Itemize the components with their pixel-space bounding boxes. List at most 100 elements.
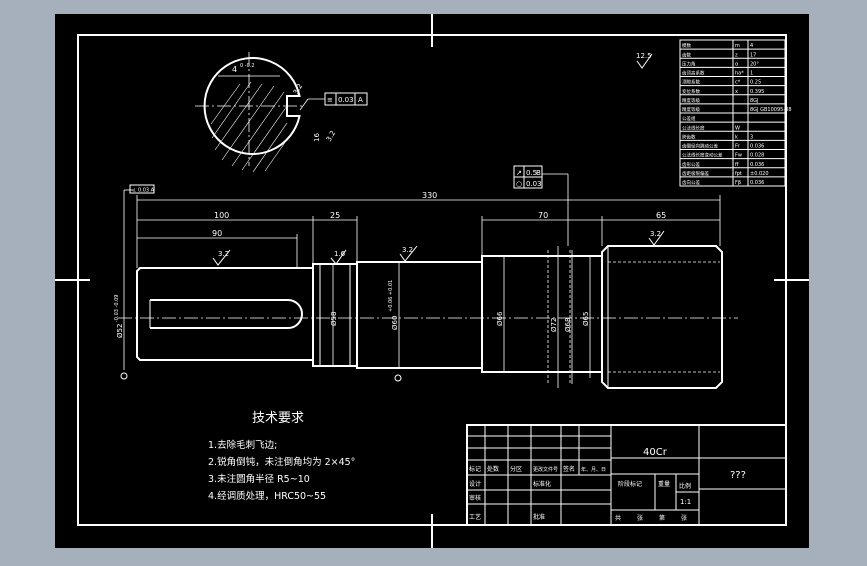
datum-symbols <box>120 372 402 382</box>
dim-dia-52: Ø52 <box>116 324 124 338</box>
svg-text:↗: ↗ <box>516 169 522 177</box>
gear-param-value: 8GJ GB10095-88 <box>750 107 792 113</box>
gear-param-value: 1 <box>750 71 753 77</box>
drawing-sheet <box>55 14 809 548</box>
gear-param-name: 模数 <box>682 42 691 49</box>
gear-param-value: 3 <box>750 134 753 140</box>
gear-param-symbol: α <box>735 61 739 67</box>
gear-param-symbol: W <box>735 125 740 131</box>
shaft-hidden-lines <box>547 250 720 384</box>
gear-param-name: 齿向公差 <box>682 179 700 186</box>
gear-param-value: 0.036 <box>750 180 764 186</box>
scale-value: 1:1 <box>680 498 691 506</box>
datum-a-frame: ⊥ 0.03 A <box>129 184 155 194</box>
title-block-approve: 批准 <box>533 513 545 521</box>
keyway-width-tol: 0 -0.2 <box>240 63 255 69</box>
gear-param-symbol: Fβ <box>735 180 741 186</box>
svg-text:签名: 签名 <box>563 465 575 473</box>
roughness-3-2-a: 3.2 <box>218 250 229 258</box>
svg-text:0.03: 0.03 <box>338 96 354 104</box>
title-block <box>466 424 787 526</box>
gear-param-symbol: Fw <box>735 153 742 159</box>
material-label: 40Cr <box>643 447 668 458</box>
dim-dia-60-tol: +0.06 +0.01 <box>388 280 394 312</box>
gear-param-name: 齿形公差 <box>682 161 700 168</box>
dim-overall-330: 330 <box>422 191 437 200</box>
gear-param-name: 压力角 <box>682 60 696 67</box>
gear-param-value: ±0.020 <box>750 171 769 177</box>
runout-frame: ↗ 0.5 B ○ 0.03 <box>513 165 543 189</box>
tech-req-item: 2.锐角倒钝，未注倒角均为 2×45° <box>208 456 355 468</box>
svg-text:标记: 标记 <box>469 465 481 473</box>
weight-label: 重量 <box>658 480 670 488</box>
gear-param-symbol: k <box>735 134 738 140</box>
svg-text:更改文件号: 更改文件号 <box>533 466 558 473</box>
gear-param-name: 变位系数 <box>682 88 700 95</box>
dim-dia-65: Ø65 <box>582 312 590 326</box>
svg-text:B: B <box>536 169 541 177</box>
dimension-lines <box>123 173 721 388</box>
dim-70: 70 <box>538 211 548 220</box>
gear-param-symbol: fpt <box>735 171 742 177</box>
svg-text:0.5: 0.5 <box>526 169 537 177</box>
keyway-width-label: 4 <box>232 65 237 74</box>
gear-param-name: 跨齿数 <box>682 133 696 140</box>
gear-param-name: 齿距极限偏差 <box>682 170 709 177</box>
dim-dia-68: Ø68 <box>564 318 572 332</box>
svg-text:分区: 分区 <box>510 465 522 473</box>
roughness-3-2-c: 3.2 <box>650 230 661 238</box>
gear-param-name: 齿圈径向跳动公差 <box>682 143 718 150</box>
gear-param-value: 0.036 <box>750 144 764 150</box>
gear-param-name: 齿顶高系数 <box>682 70 705 77</box>
gear-param-name: 公法线长度 <box>682 124 705 131</box>
svg-text:张: 张 <box>681 514 687 522</box>
dim-dia-60: Ø60 <box>391 316 399 330</box>
dim-dia-66: Ø66 <box>496 311 504 326</box>
stage-mark-label: 阶段标记 <box>618 480 642 488</box>
gear-param-name: 公法线长度变动公差 <box>682 152 723 159</box>
roughness-1-6: 1.6 <box>334 250 346 258</box>
svg-text:0.03: 0.03 <box>526 180 542 188</box>
tech-req-item: 4.经调质处理，HRC50~55 <box>208 490 326 502</box>
title-block-process: 工艺 <box>469 513 481 521</box>
svg-text:⊥ 0.03 A: ⊥ 0.03 A <box>132 188 155 194</box>
title-block-design: 设计 <box>469 480 481 488</box>
gear-param-value: 0.395 <box>750 89 764 95</box>
gear-param-value: 0.036 <box>750 162 764 168</box>
scale-header: 比例 <box>679 482 691 490</box>
svg-text:共: 共 <box>615 514 621 522</box>
gear-param-name: 顶隙系数 <box>682 79 700 86</box>
sheet-count-row: 共 张 第 张 <box>615 514 687 522</box>
gear-param-value: 0.25 <box>750 80 761 86</box>
gear-param-value: 8GJ <box>750 98 759 104</box>
gear-param-symbol: x <box>735 89 738 95</box>
gear-param-name: 齿数 <box>682 51 691 58</box>
gear-param-name: 精度等级 <box>682 97 700 104</box>
gear-param-value: 17 <box>750 52 756 58</box>
section-tolerance-frame: ≡ 0.03 A <box>299 92 368 111</box>
svg-text:○: ○ <box>516 180 522 188</box>
title-block-header-row: 标记 处数 分区 更改文件号 签名 年、月、日 <box>469 465 606 473</box>
roughness-12-5: 12.5 <box>636 52 652 60</box>
dim-65: 65 <box>656 211 666 220</box>
svg-text:≡: ≡ <box>327 96 333 104</box>
svg-text:年、月、日: 年、月、日 <box>581 466 606 473</box>
part-name-label: ??? <box>730 470 746 481</box>
gear-param-value: 20° <box>750 61 759 67</box>
svg-text:A: A <box>358 96 363 104</box>
gear-param-name: 精度等级 <box>682 106 700 113</box>
title-block-review: 审核 <box>469 494 481 502</box>
gear-param-value: 4 <box>750 43 753 49</box>
shaft-outline <box>136 245 723 389</box>
gear-param-symbol: Fr <box>735 144 741 150</box>
centering-marks <box>55 14 809 548</box>
keyway-depth-label: 16 <box>313 133 321 142</box>
svg-text:处数: 处数 <box>487 465 499 473</box>
gear-param-value: 0.028 <box>750 153 764 159</box>
roughness-3-2-b: 3.2 <box>402 246 413 254</box>
dim-dia-58: Ø58 <box>330 312 338 326</box>
gear-param-symbol: ha* <box>735 71 744 77</box>
